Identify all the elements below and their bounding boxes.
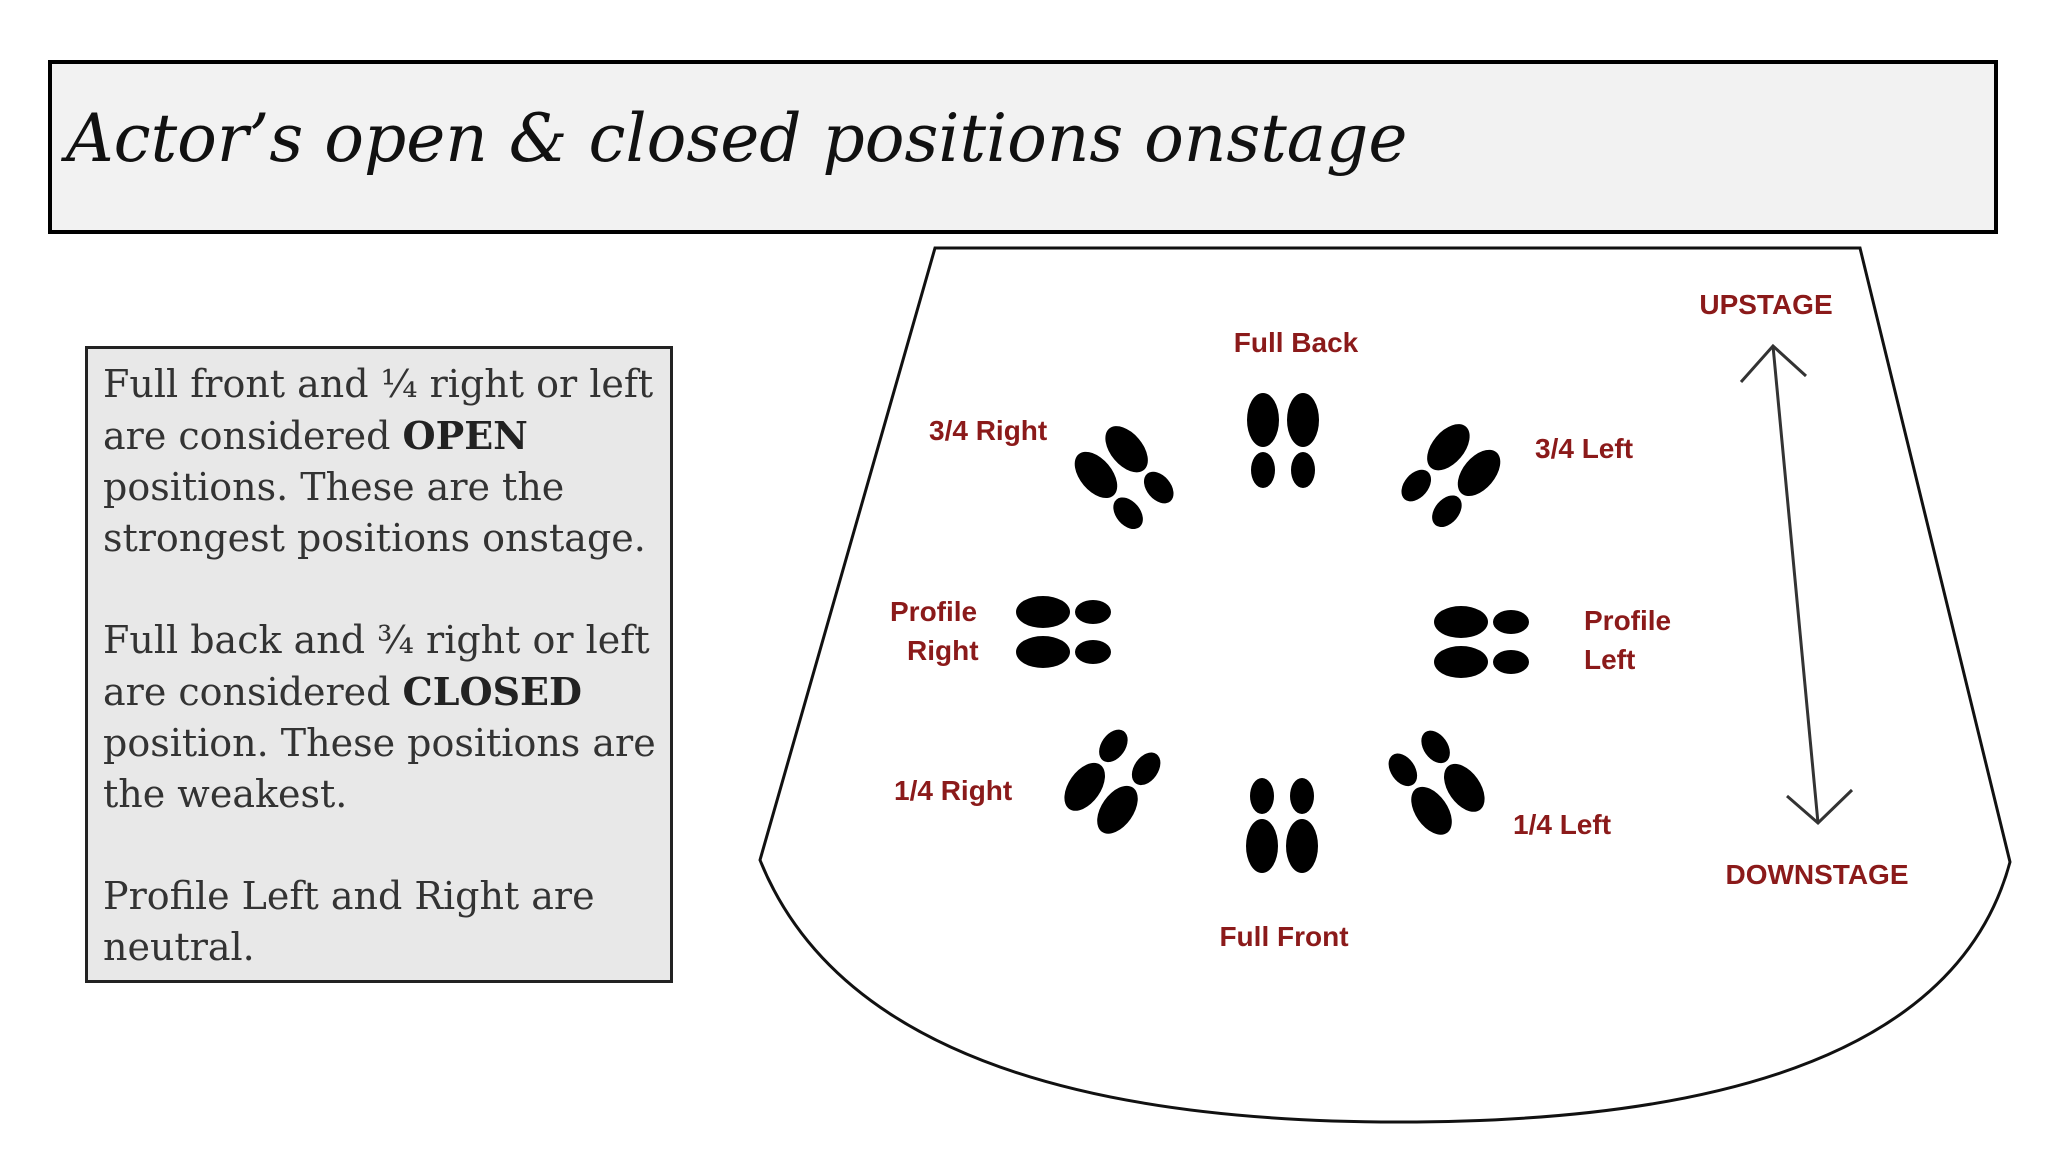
note-open: Full front and ¼ right or left are consi…: [103, 362, 654, 560]
label-profile-left-2: Left: [1584, 644, 1635, 675]
slide-title: Actor’s open & closed positions onstage: [66, 100, 1408, 177]
label-three-quarter-left: 3/4 Left: [1535, 433, 1633, 464]
label-three-quarter-right: 3/4 Right: [929, 415, 1047, 446]
label-profile-left-1: Profile: [1584, 605, 1671, 636]
label-downstage: DOWNSTAGE: [1725, 859, 1908, 890]
label-quarter-left: 1/4 Left: [1513, 809, 1611, 840]
open-keyword: OPEN: [402, 413, 528, 458]
label-profile-right-1: Profile: [890, 596, 977, 627]
label-profile-right-2: Right: [907, 635, 979, 666]
closed-keyword: CLOSED: [402, 669, 582, 714]
note-neutral: Profile Left and Right are neutral.: [103, 874, 595, 969]
notes-box: Full front and ¼ right or left are consi…: [85, 346, 673, 983]
label-upstage: UPSTAGE: [1699, 289, 1832, 320]
title-banner: Actor’s open & closed positions onstage: [48, 60, 1998, 234]
note-closed: Full back and ¾ right or left are consid…: [103, 618, 656, 816]
label-full-front: Full Front: [1219, 921, 1348, 952]
double-arrow-icon: [1739, 343, 1854, 826]
label-quarter-right: 1/4 Right: [894, 775, 1012, 806]
stage-outline: [758, 246, 2012, 1124]
label-full-back: Full Back: [1234, 327, 1359, 358]
